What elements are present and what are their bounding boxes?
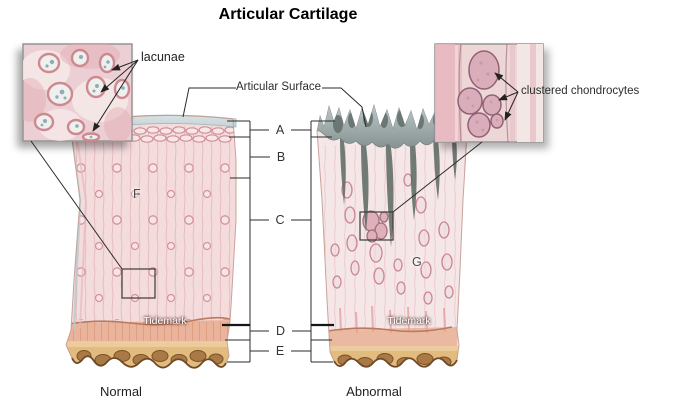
- diagram-title: Articular Cartilage: [218, 6, 358, 23]
- abnormal-magnified-region-box: [359, 211, 394, 241]
- normal-bone-edge: [71, 355, 227, 369]
- region-label-g: G: [412, 255, 422, 269]
- zone-label-c: C: [275, 213, 285, 227]
- region-label-f: F: [133, 187, 141, 201]
- lacunae-arrows: [92, 59, 139, 132]
- lacunae-label: lacunae: [141, 50, 185, 64]
- zone-label-a: A: [275, 123, 285, 137]
- articular-surface-label: Articular Surface: [236, 81, 322, 93]
- normal-tissue-illustration: [65, 114, 237, 369]
- tidemark-label-abnormal: Tidemark: [387, 315, 431, 327]
- zone-brackets: [225, 120, 335, 363]
- caption-normal: Normal: [100, 384, 142, 399]
- caption-abnormal: Abnormal: [346, 384, 402, 399]
- abnormal-tissue-illustration: [316, 104, 469, 368]
- superficial-cells: [127, 126, 236, 143]
- tidemark-label-normal: Tidemark: [143, 315, 187, 327]
- zone-label-e: E: [275, 344, 285, 358]
- clustered-inset-connector: [392, 141, 483, 213]
- clustered-chondrocytes-arrows: [494, 72, 519, 121]
- zone-label-d: D: [275, 324, 286, 338]
- normal-magnified-region-box: [121, 268, 156, 299]
- articular-surface-pointer: [182, 87, 367, 128]
- fibrillated-surface: [317, 104, 468, 149]
- surface-fissures: [340, 132, 457, 247]
- zone-label-b: B: [276, 150, 286, 164]
- chondrocyte-chains: [330, 173, 454, 305]
- clustered-cells: [457, 50, 504, 138]
- abnormal-bone-edge: [333, 357, 458, 368]
- lacunae-inset-connector: [30, 140, 123, 270]
- lacunae-inset: [22, 43, 133, 142]
- clustered-chondrocytes-inset: [434, 43, 544, 143]
- clustered-chondrocytes-label: clustered chondrocytes: [521, 85, 640, 97]
